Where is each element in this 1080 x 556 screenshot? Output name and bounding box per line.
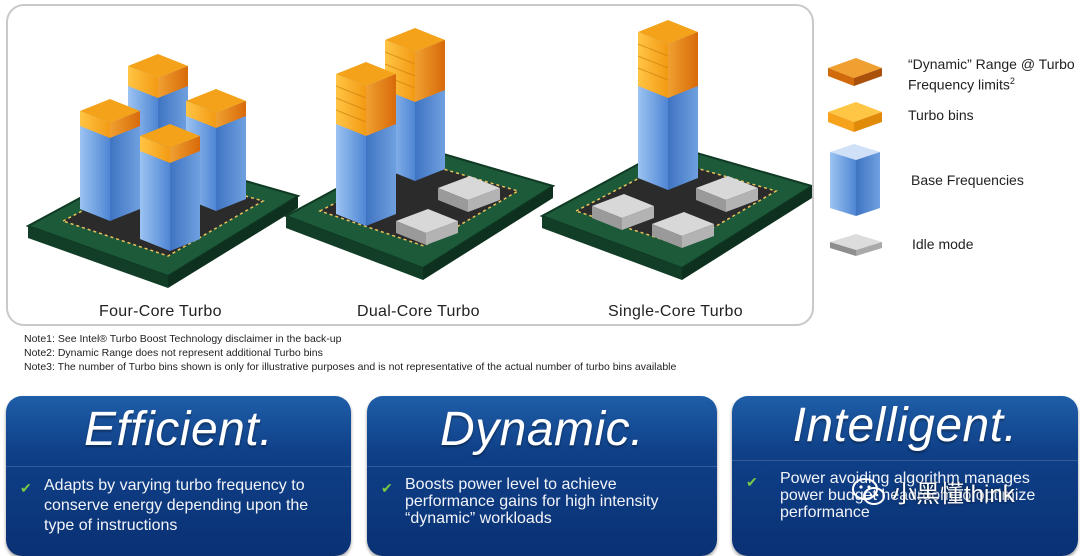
card-title: Efficient.	[83, 403, 274, 456]
legend-label-dynamic-range: “Dynamic” Range @ Turbo Frequency limits…	[908, 56, 1075, 94]
core-tower	[80, 99, 140, 221]
core-tower	[384, 28, 445, 181]
chip-dual-core	[283, 28, 556, 280]
card-intelligent: Intelligent. ✔ Power avoiding algorithm …	[732, 396, 1078, 556]
chip-four-core	[25, 54, 301, 288]
chip-label-single-core: Single-Core Turbo	[608, 303, 743, 320]
idle-core	[696, 176, 758, 212]
chip-single-core	[539, 20, 812, 280]
core-tower	[637, 20, 698, 190]
chip-label-dual-core: Dual-Core Turbo	[357, 303, 480, 320]
watermark-text: 小黑懂think	[892, 481, 1015, 508]
idle-mode-block-icon	[830, 234, 882, 256]
card-body: Boosts power level to achieve performanc…	[405, 476, 659, 527]
legend-label-base-frequencies: Base Frequencies	[911, 172, 1024, 188]
card-dynamic: Dynamic. ✔ Boosts power level to achieve…	[367, 396, 717, 556]
core-tower	[140, 124, 200, 251]
base-frequency-block-icon	[830, 144, 880, 216]
legend-label-turbo-bins: Turbo bins	[908, 107, 974, 123]
note-1: Note1: See Intel® Turbo Boost Technology…	[24, 333, 342, 345]
card-body: Adapts by varying turbo frequency to con…	[44, 477, 309, 534]
chips-illustration	[25, 20, 812, 288]
note-2: Note2: Dynamic Range does not represent …	[24, 347, 323, 359]
divider	[6, 466, 351, 467]
checkmark-icon: ✔	[746, 474, 758, 490]
checkmark-icon: ✔	[381, 480, 393, 496]
turbo-bins-block-icon	[828, 102, 882, 132]
checkmark-icon: ✔	[20, 480, 32, 496]
card-body: Power avoiding algorithm manages power b…	[780, 470, 1036, 521]
divider	[732, 460, 1078, 461]
legend-label-idle-mode: Idle mode	[912, 236, 974, 252]
divider	[367, 466, 717, 467]
diagram-panel: Four-Core Turbo Dual-Core Turbo Single-C…	[6, 4, 814, 326]
wechat-icon	[852, 477, 885, 505]
chip-label-four-core: Four-Core Turbo	[99, 303, 222, 320]
idle-core	[652, 212, 714, 248]
card-title: Dynamic.	[439, 403, 645, 456]
watermark: 小黑懂think	[852, 474, 1015, 509]
card-efficient: Efficient. ✔ Adapts by varying turbo fre…	[6, 396, 351, 556]
idle-core	[592, 194, 654, 230]
legend-superscript: 2	[1009, 76, 1015, 86]
footnotes: Note1: See Intel® Turbo Boost Technology…	[24, 332, 676, 374]
idle-core	[438, 176, 500, 212]
note-3: Note3: The number of Turbo bins shown is…	[24, 361, 677, 373]
legend-label-dynamic-line1: “Dynamic” Range @ Turbo	[908, 56, 1075, 72]
idle-core	[396, 209, 458, 245]
dynamic-range-block-icon	[828, 58, 882, 86]
core-tower	[335, 62, 396, 226]
legend-label-dynamic-line2: Frequency limits	[908, 76, 1010, 93]
card-title: Intelligent.	[792, 399, 1018, 452]
